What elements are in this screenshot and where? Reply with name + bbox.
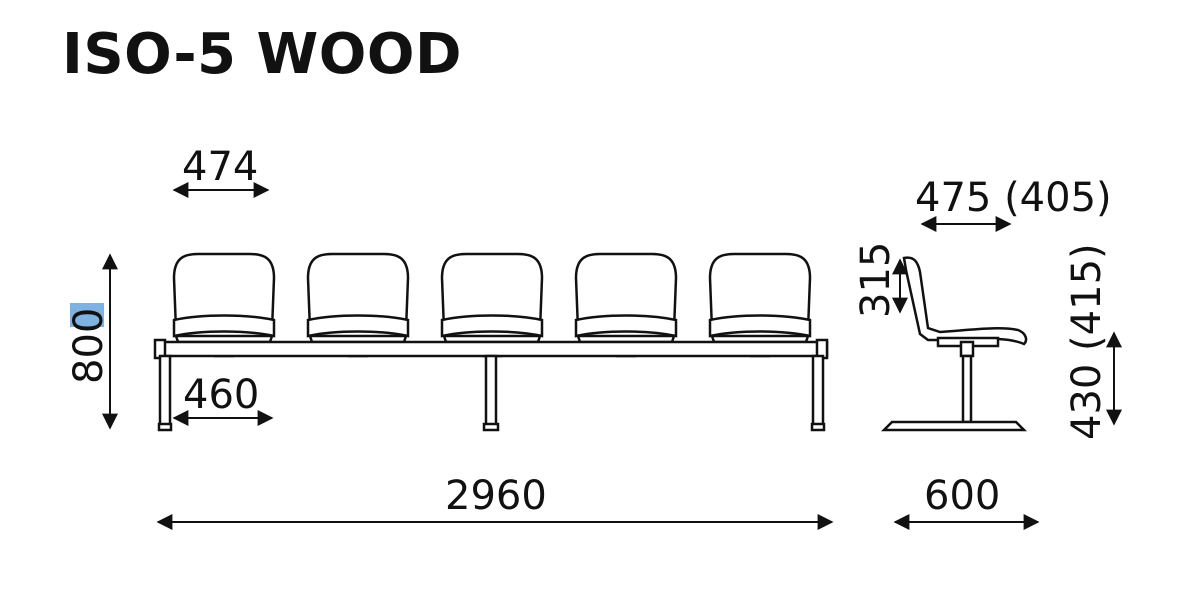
- seat-1: [172, 252, 276, 358]
- dim-seat-width-label: 474: [182, 144, 258, 190]
- bench-side-view: [880, 256, 1028, 432]
- seat-3: [440, 252, 544, 358]
- side-leg: [961, 354, 973, 424]
- side-foot: [880, 420, 1028, 432]
- dim-depth-label: 475 (405): [915, 175, 1112, 221]
- seat-mount: [959, 340, 975, 358]
- seat-5: [708, 252, 812, 358]
- dim-seat-height-label: 430 (415): [1064, 243, 1110, 440]
- product-title: ISO-5 WOOD: [62, 22, 462, 87]
- seat-4: [574, 252, 678, 358]
- highlight-mark: [70, 303, 104, 327]
- seat-backs: [172, 252, 812, 358]
- dim-height-label: 800: [66, 308, 112, 384]
- dim-length-label: 2960: [445, 473, 547, 519]
- dim-back-label: 315: [853, 242, 899, 318]
- dim-base-label: 600: [924, 473, 1000, 519]
- dimension-lines: [102, 182, 1122, 530]
- dim-spacing-label: 460: [183, 372, 259, 418]
- seat-2: [306, 252, 410, 358]
- bench-beam: [155, 340, 829, 358]
- chair-profile: [902, 256, 1028, 346]
- bench-front-view: [153, 252, 829, 432]
- bench-legs: [157, 354, 826, 432]
